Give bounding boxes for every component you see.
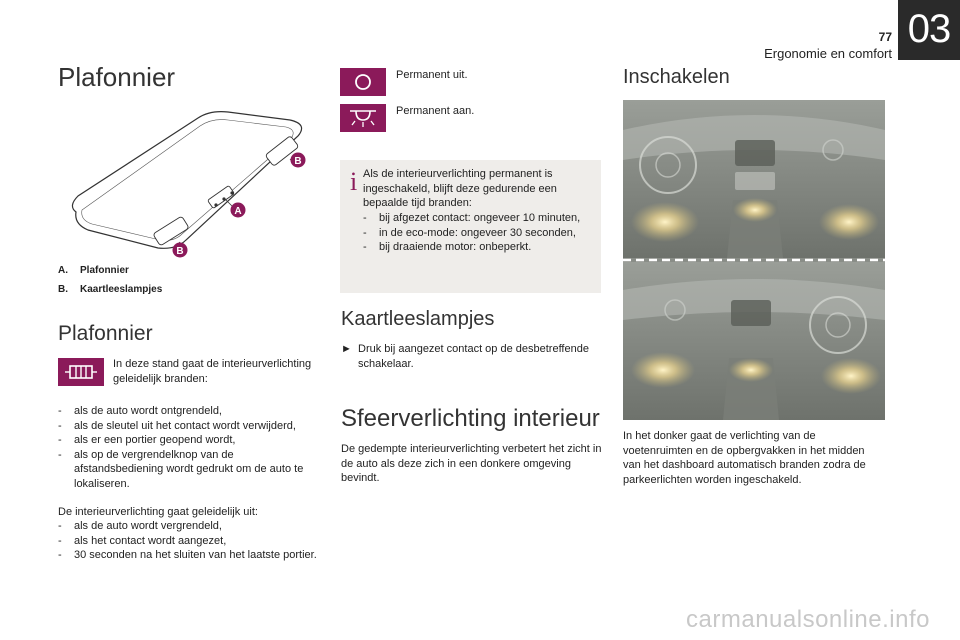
watermark: carmanualsonline.info — [686, 606, 930, 633]
list-item: als er een portier geopend wordt, — [58, 433, 318, 448]
on-conditions-list: als de auto wordt ontgrendeld, als de sl… — [58, 404, 318, 491]
list-item: als de auto wordt ontgrendeld, — [58, 404, 318, 419]
sfeer-text: De gedempte interieurverlichting verbete… — [341, 443, 602, 484]
callout-a-label: A — [234, 206, 241, 217]
door-mode-text: In deze stand gaat de interieurverlichti… — [113, 358, 312, 385]
info-text: Als de interieurverlichting permanent is… — [363, 168, 557, 209]
section-title-inschakelen: Inschakelen — [623, 66, 730, 88]
section-title-kaartleeslampjes: Kaartleeslampjes — [341, 308, 495, 330]
callout-b-top: B — [290, 152, 306, 168]
door-mode-icon — [58, 358, 104, 386]
list-item: als de auto wordt vergrendeld, — [58, 519, 318, 534]
list-item: 30 seconden na het sluiten van het laats… — [58, 548, 318, 563]
callout-b-bottom: B — [172, 242, 188, 258]
list-item: als het contact wordt aangezet, — [58, 534, 318, 549]
chapter-number-tab: 03 — [898, 0, 960, 60]
legend-item-a: A.Plafonnier — [58, 265, 129, 276]
off-conditions-list: als de auto wordt vergrendeld, als het c… — [58, 519, 318, 563]
list-item: bij afgezet contact: ongeveer 10 minuten… — [363, 211, 595, 226]
info-icon: i — [350, 167, 358, 196]
permanent-off-label: Permanent uit. — [396, 69, 468, 81]
legend-item-b: B.Kaartleeslampjes — [58, 284, 163, 295]
list-item: bij draaiende motor: onbeperkt. — [363, 240, 595, 255]
legend: A.Plafonnier B.Kaartleeslampjes — [58, 265, 162, 303]
off-intro-text: De interieurverlichting gaat geleidelijk… — [58, 506, 258, 518]
info-list: bij afgezet contact: ongeveer 10 minuten… — [363, 211, 595, 255]
inschakelen-caption: In het donker gaat de verlichting van de… — [623, 430, 866, 486]
interior-ambient-light-photo — [623, 100, 885, 420]
callout-a: A — [230, 202, 246, 218]
chapter-title: Ergonomie en comfort — [764, 46, 892, 61]
kaart-instruction: ► Druk bij aangezet contact op de desbet… — [341, 343, 589, 370]
section-title-sfeerverlichting: Sfeerverlichting interieur — [341, 405, 600, 432]
page-title: Plafonnier — [58, 62, 176, 92]
list-item: als op de vergrendelknop van de afstands… — [58, 448, 318, 492]
page-number: 77 — [878, 30, 892, 44]
arrow-bullet-icon: ► — [341, 343, 352, 355]
permanent-on-label: Permanent aan. — [396, 105, 475, 117]
list-item: in de eco-mode: ongeveer 30 seconden, — [363, 226, 595, 241]
circle-off-icon — [340, 68, 386, 96]
section-title-plafonnier: Plafonnier — [58, 322, 153, 345]
lamp-on-icon — [340, 104, 386, 132]
callout-b-top-label: B — [294, 156, 301, 167]
ceiling-light-illustration: B A B — [71, 111, 306, 258]
callout-b-bottom-label: B — [176, 246, 183, 257]
list-item: als de sleutel uit het contact wordt ver… — [58, 419, 318, 434]
